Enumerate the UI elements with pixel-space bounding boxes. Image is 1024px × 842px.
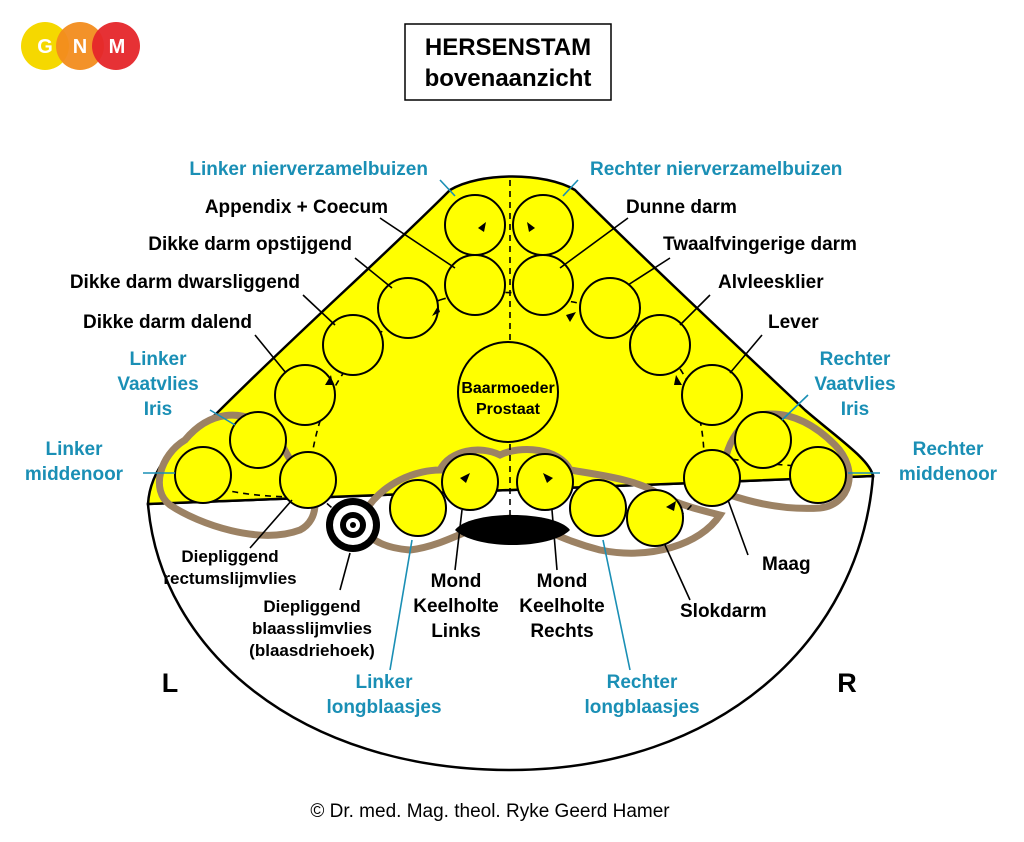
label-mond-rechts-2: Keelholte [519,596,605,617]
label-diepliggend-blaas-3: (blaasdriehoek) [249,641,375,660]
label-rechter-nierverzamelbuizen: Rechter nierverzamelbuizen [590,159,842,180]
arrow-icon-5 [325,375,333,385]
copyright-text: © Dr. med. Mag. theol. Ryke Geerd Hamer [310,801,670,822]
relay-linker-middenoor [174,446,232,504]
relay-rechter-vaatvlies [734,411,792,469]
center-label-line-1: Baarmoeder [461,380,554,397]
title-line-2: bovenaanzicht [425,65,592,92]
label-mond-links-1: Mond [431,571,482,592]
label-dikke-darm-opstijgend: Dikke darm opstijgend [148,234,352,255]
label-linker-longblaasjes-1: Linker [355,672,413,693]
title-box: HERSENSTAM bovenaanzicht [404,23,612,101]
label-mond-rechts-3: Rechts [530,621,593,642]
label-diepliggend-blaas-2: blaasslijmvlies [252,619,372,638]
relay-twaalfvingerige-darm [579,277,641,339]
side-label-left: L [162,668,179,698]
label-appendix-coecum: Appendix + Coecum [205,197,388,218]
label-linker-vaatvlies-2: Vaatvlies [117,374,198,395]
leader-lines [143,179,880,671]
label-linker-vaatvlies-3: Iris [144,399,173,420]
label-alvleesklier: Alvleesklier [718,272,824,293]
center-label-line-2: Prostaat [476,401,541,418]
relay-linker-nierverzamelbuizen [444,194,506,256]
label-linker-longblaasjes-2: longblaasjes [326,697,441,718]
label-linker-nierverzamelbuizen: Linker nierverzamelbuizen [189,159,428,180]
relay-dikke-darm-dwarsliggend [322,314,384,376]
relay-dikke-darm-opstijgend [377,277,439,339]
arrow-icon-4 [566,312,576,322]
label-rechter-vaatvlies-2: Vaatvlies [814,374,895,395]
relay-dikke-darm-dalend [274,364,336,426]
logo-letter-m: M [109,36,126,58]
label-twaalfvingerige-darm: Twaalfvingerige darm [663,234,857,255]
relay-slokdarm [626,489,684,547]
label-dikke-darm-dalend: Dikke darm dalend [83,312,252,333]
relay-rechter-middenoor [789,446,847,504]
label-dunne-darm: Dunne darm [626,197,737,218]
label-diepliggend-rectum-1: Diepliggend [181,547,278,566]
logo-circle-orange [56,22,104,70]
blaas-target-icon [326,498,380,552]
gnm-logo: G N M [21,22,140,70]
logo-circle-red [92,22,140,70]
arrow-icon-2 [527,222,535,232]
relay-linker-longblaasjes [389,479,447,537]
mouth-black-arc [455,515,570,545]
relay-baarmoeder-prostaat [457,341,559,443]
relay-mond-links [441,453,499,511]
label-linker-vaatvlies-1: Linker [129,349,187,370]
side-label-right: R [837,668,857,698]
label-rechter-longblaasjes-1: Rechter [607,672,678,693]
label-mond-links-2: Keelholte [413,596,499,617]
label-linker-middenoor-1: Linker [45,439,103,460]
label-linker-middenoor-2: middenoor [25,464,124,485]
relay-rechter-nierverzamelbuizen [512,194,574,256]
arrow-icon-6 [674,375,682,385]
relay-lever [681,364,743,426]
relay-diepliggend-rectum [279,451,337,509]
arrow-icon-3 [432,306,440,316]
label-rechter-middenoor-2: middenoor [899,464,998,485]
label-rechter-middenoor-1: Rechter [913,439,984,460]
label-diepliggend-blaas-1: Diepliggend [263,597,360,616]
label-rechter-vaatvlies-3: Iris [841,399,870,420]
label-diepliggend-rectum-2: rectumslijmvlies [163,569,296,588]
lower-white-region [146,474,875,772]
relay-appendix [444,254,506,316]
relay-mond-rechts [516,453,574,511]
relay-rechter-longblaasjes [569,479,627,537]
logo-circle-yellow [21,22,69,70]
label-lever: Lever [768,312,819,333]
label-rechter-vaatvlies-1: Rechter [820,349,891,370]
arrow-icon-8 [543,473,553,483]
label-maag: Maag [762,554,811,575]
relay-maag [683,449,741,507]
relay-alvleesklier [629,314,691,376]
relay-linker-vaatvlies [229,411,287,469]
relay-dunne-darm [512,254,574,316]
label-dikke-darm-dwarsliggend: Dikke darm dwarsliggend [70,272,300,293]
logo-letter-g: G [37,36,53,58]
arrow-icon-9 [666,501,676,511]
title-frame [404,23,612,101]
label-mond-rechts-1: Mond [537,571,588,592]
label-rechter-longblaasjes-2: longblaasjes [584,697,699,718]
title-line-1: HERSENSTAM [425,34,591,61]
label-mond-links-3: Links [431,621,481,642]
logo-letter-n: N [73,36,87,58]
arrow-icon-1 [478,222,486,232]
label-slokdarm: Slokdarm [680,601,767,622]
arrow-icon-7 [460,473,470,483]
